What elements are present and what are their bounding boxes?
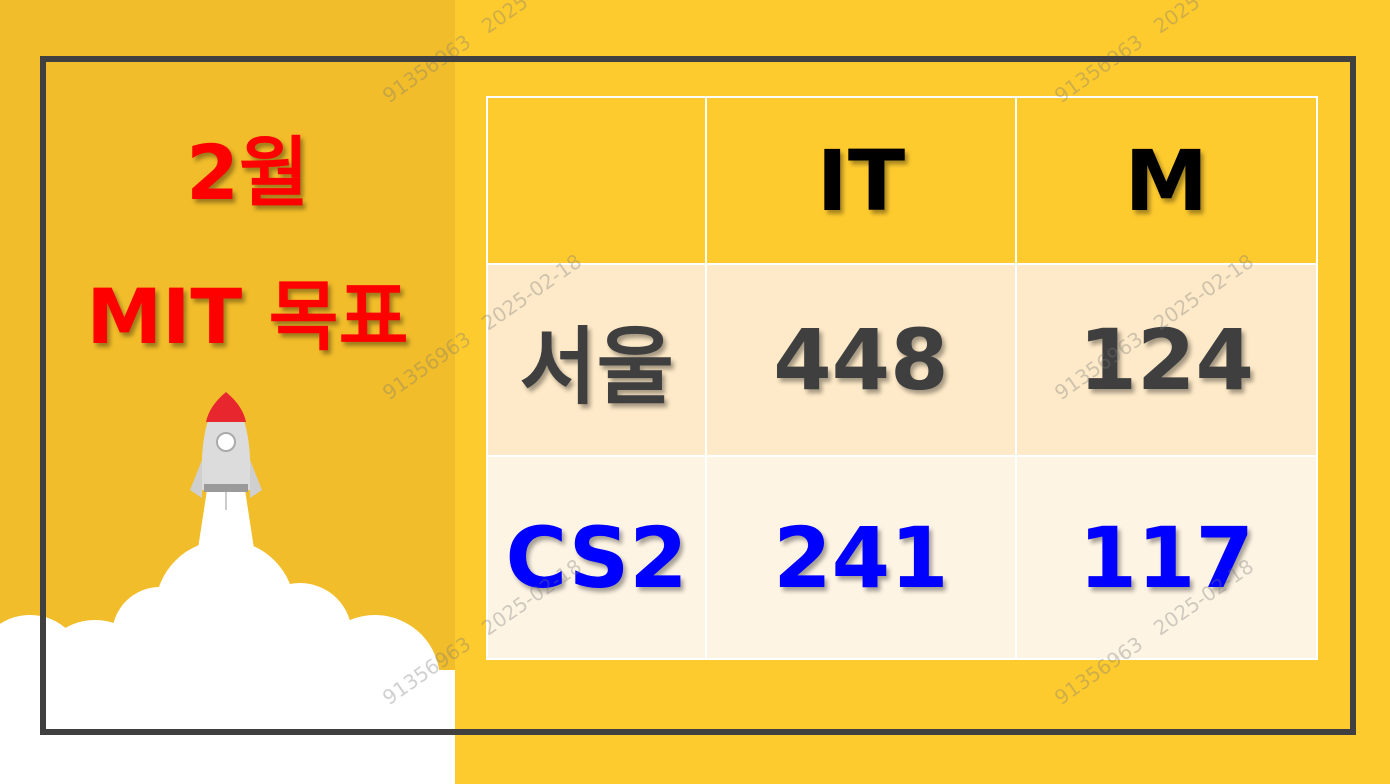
table-row-cs2: CS2 241 117 xyxy=(485,455,1319,660)
header-it-cell: IT xyxy=(705,96,1017,265)
goal-table: IT M 서울 448 124 CS2 241 117 xyxy=(485,96,1319,660)
cloud-smoke-icon xyxy=(0,540,455,784)
seoul-it-value: 448 xyxy=(705,263,1017,457)
rocket-icon xyxy=(0,392,455,784)
header-m-cell: M xyxy=(1014,96,1319,265)
cs2-it-value: 241 xyxy=(705,455,1017,660)
row-label-seoul: 서울 xyxy=(485,263,708,457)
table-header-row: IT M xyxy=(485,96,1319,265)
title-goal: MIT 목표 xyxy=(86,272,409,361)
title-month: 2월 xyxy=(186,128,309,217)
seoul-m-value: 124 xyxy=(1014,263,1319,457)
table-row-seoul: 서울 448 124 xyxy=(485,263,1319,457)
watermark: 91356963 2025-02-18 xyxy=(1050,0,1258,108)
row-label-cs2: CS2 xyxy=(485,455,708,660)
header-blank-cell xyxy=(485,96,708,265)
cs2-m-value: 117 xyxy=(1014,455,1319,660)
